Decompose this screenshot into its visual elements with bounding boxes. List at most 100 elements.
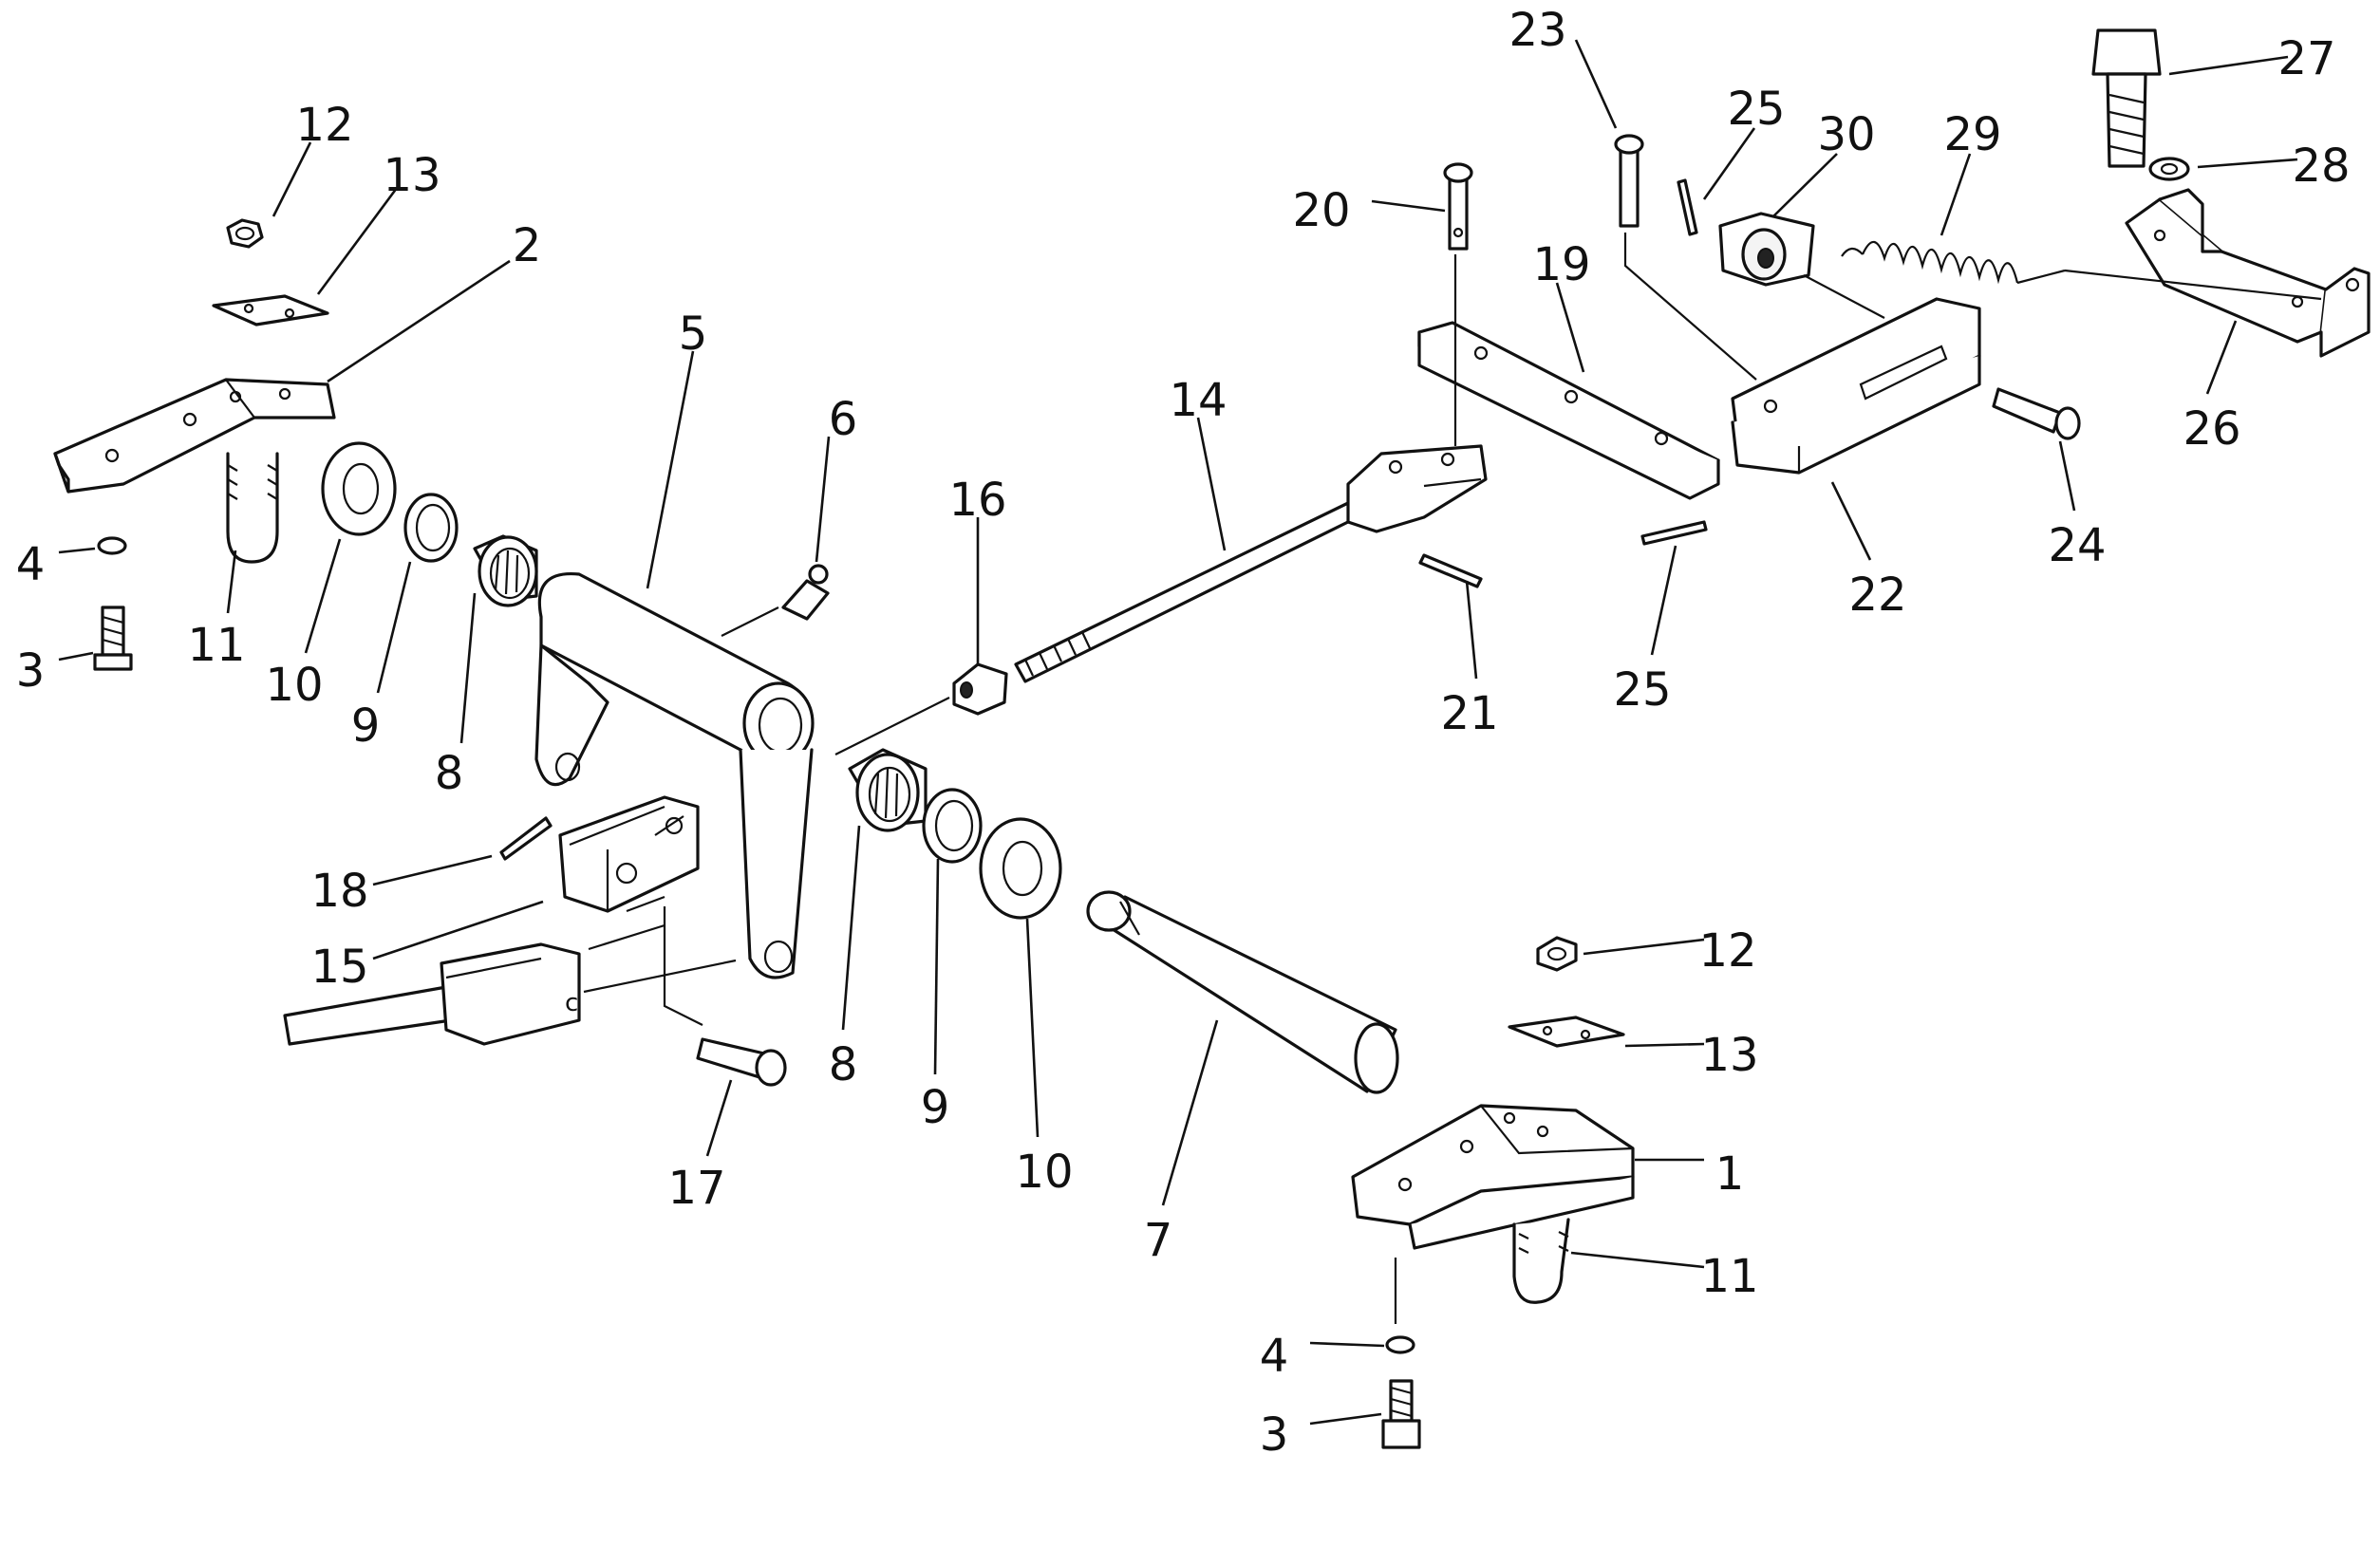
- bushing-part-30: [1718, 212, 1815, 287]
- callout-label-c29: 29: [1943, 108, 2001, 161]
- leader-line-c9a: [376, 561, 412, 694]
- callout-label-c3a: 3: [16, 644, 46, 698]
- shim-part-13-upper: [212, 294, 329, 326]
- leader-line-c25b: [1650, 545, 1677, 656]
- shim-part-13-lower: [1508, 1016, 1625, 1048]
- plate-part-19: [1417, 321, 1720, 500]
- callout-label-c3b: 3: [1260, 1408, 1289, 1462]
- callout-label-c13a: 13: [383, 149, 440, 202]
- leader-line-c12b: [1583, 938, 1705, 956]
- bolt-part-3-right: [1381, 1379, 1421, 1449]
- callout-label-c25a: 25: [1727, 83, 1785, 136]
- leader-line-c25a: [1702, 127, 1756, 200]
- cotter-pin-part-21: [1418, 553, 1483, 588]
- callout-label-c18: 18: [310, 865, 368, 918]
- washer-part-4-right: [1385, 1335, 1415, 1354]
- cotter-pin-part-25-lower: [1640, 520, 1708, 546]
- callout-label-c6: 6: [829, 393, 858, 446]
- leader-line-c22: [1830, 481, 1872, 561]
- bracket-part-2: [53, 378, 336, 494]
- callout-label-c24: 24: [2048, 519, 2106, 572]
- leader-line-c4a: [58, 547, 96, 554]
- nut-part-12-lower: [1536, 936, 1578, 972]
- callout-label-c1: 1: [1715, 1147, 1745, 1201]
- leader-line-c10a: [304, 538, 342, 654]
- parts-artwork: c: [53, 28, 2371, 1449]
- callout-label-c8b: 8: [829, 1038, 858, 1091]
- callout-label-c4b: 4: [1260, 1330, 1289, 1383]
- leader-line-c10b: [1025, 918, 1040, 1138]
- leader-line-c9b: [933, 858, 940, 1075]
- leader-line-c19: [1555, 282, 1585, 373]
- leader-line-c6: [815, 436, 831, 563]
- callout-label-c25b: 25: [1613, 663, 1671, 717]
- rod-part-14: [1014, 444, 1488, 683]
- leader-line-c12a: [272, 141, 312, 217]
- u-bolt-part-11-right: [1512, 1218, 1570, 1304]
- nut-part-12-upper: [226, 218, 264, 249]
- clevis-part-15: [558, 795, 700, 913]
- callout-label-c15: 15: [310, 941, 368, 994]
- svg-text:c: c: [565, 989, 578, 1017]
- callout-label-c10a: 10: [265, 659, 323, 712]
- leader-line-c15: [372, 900, 544, 960]
- u-bolt-part-11-left: [226, 452, 279, 564]
- callout-label-c11b: 11: [1700, 1250, 1758, 1303]
- callout-label-c14: 14: [1169, 374, 1227, 427]
- callout-label-c27: 27: [2277, 32, 2335, 85]
- leader-line-c17: [705, 1079, 733, 1157]
- washer-part-10-upper: [321, 441, 397, 536]
- needle-bearing-part-8-lower: [848, 748, 928, 832]
- callout-label-c11a: 11: [187, 619, 245, 672]
- leader-line-c23: [1574, 39, 1618, 129]
- leader-line-c13b: [1624, 1042, 1705, 1048]
- cotter-pin-part-25-upper: [1677, 178, 1698, 236]
- leader-line-c8a: [459, 592, 477, 744]
- leader-line-c21: [1465, 580, 1478, 680]
- leader-line-c29: [1940, 153, 1972, 236]
- callout-label-c21: 21: [1440, 687, 1498, 740]
- leader-line-c18: [372, 854, 493, 886]
- callout-label-c28: 28: [2292, 140, 2350, 193]
- leader-line-c8b: [841, 825, 861, 1031]
- leader-line-c5: [646, 350, 695, 589]
- leader-line-c4b: [1309, 1341, 1385, 1348]
- ring-part-9-lower: [922, 788, 983, 864]
- callout-label-c2: 2: [513, 219, 542, 272]
- leader-line-c24: [2058, 440, 2076, 512]
- ring-part-9-upper: [403, 493, 459, 563]
- leader-line-c11b: [1570, 1251, 1705, 1269]
- leader-line-c3b: [1309, 1412, 1382, 1426]
- callout-label-c10b: 10: [1015, 1146, 1073, 1199]
- callout-label-c16: 16: [948, 474, 1006, 527]
- callout-label-c5: 5: [679, 308, 708, 361]
- pin-part-24: [1992, 387, 2081, 440]
- assembly-guide-lines: [583, 233, 2322, 1324]
- leader-line-c3a: [58, 651, 94, 662]
- lever-part-5: [534, 571, 815, 979]
- pin-part-23: [1614, 134, 1644, 228]
- control-rod-end: c: [283, 942, 581, 1046]
- callout-label-c4a: 4: [16, 538, 46, 591]
- bolt-part-27: [2091, 28, 2162, 168]
- callout-label-c19: 19: [1532, 238, 1590, 291]
- fork-part-22: [1731, 297, 1981, 475]
- leader-line-c7: [1161, 1019, 1219, 1206]
- callout-label-c9a: 9: [351, 699, 381, 753]
- pin-part-17: [696, 1037, 787, 1087]
- callout-label-c7: 7: [1144, 1214, 1173, 1267]
- leader-line-c14: [1196, 417, 1227, 551]
- cotter-pin-part-18: [499, 816, 553, 861]
- grease-nipple-part-6: [781, 564, 830, 621]
- bracket-part-1: [1351, 1104, 1635, 1250]
- bolt-part-3-left: [93, 606, 133, 671]
- callout-label-c30: 30: [1817, 108, 1875, 161]
- callout-label-c26: 26: [2183, 402, 2240, 456]
- callout-label-c8a: 8: [435, 747, 464, 800]
- callout-label-c23: 23: [1509, 4, 1566, 57]
- needle-bearing-part-8-upper: [473, 534, 538, 607]
- bracket-part-26: [2125, 188, 2371, 358]
- callout-label-c12b: 12: [1698, 924, 1756, 978]
